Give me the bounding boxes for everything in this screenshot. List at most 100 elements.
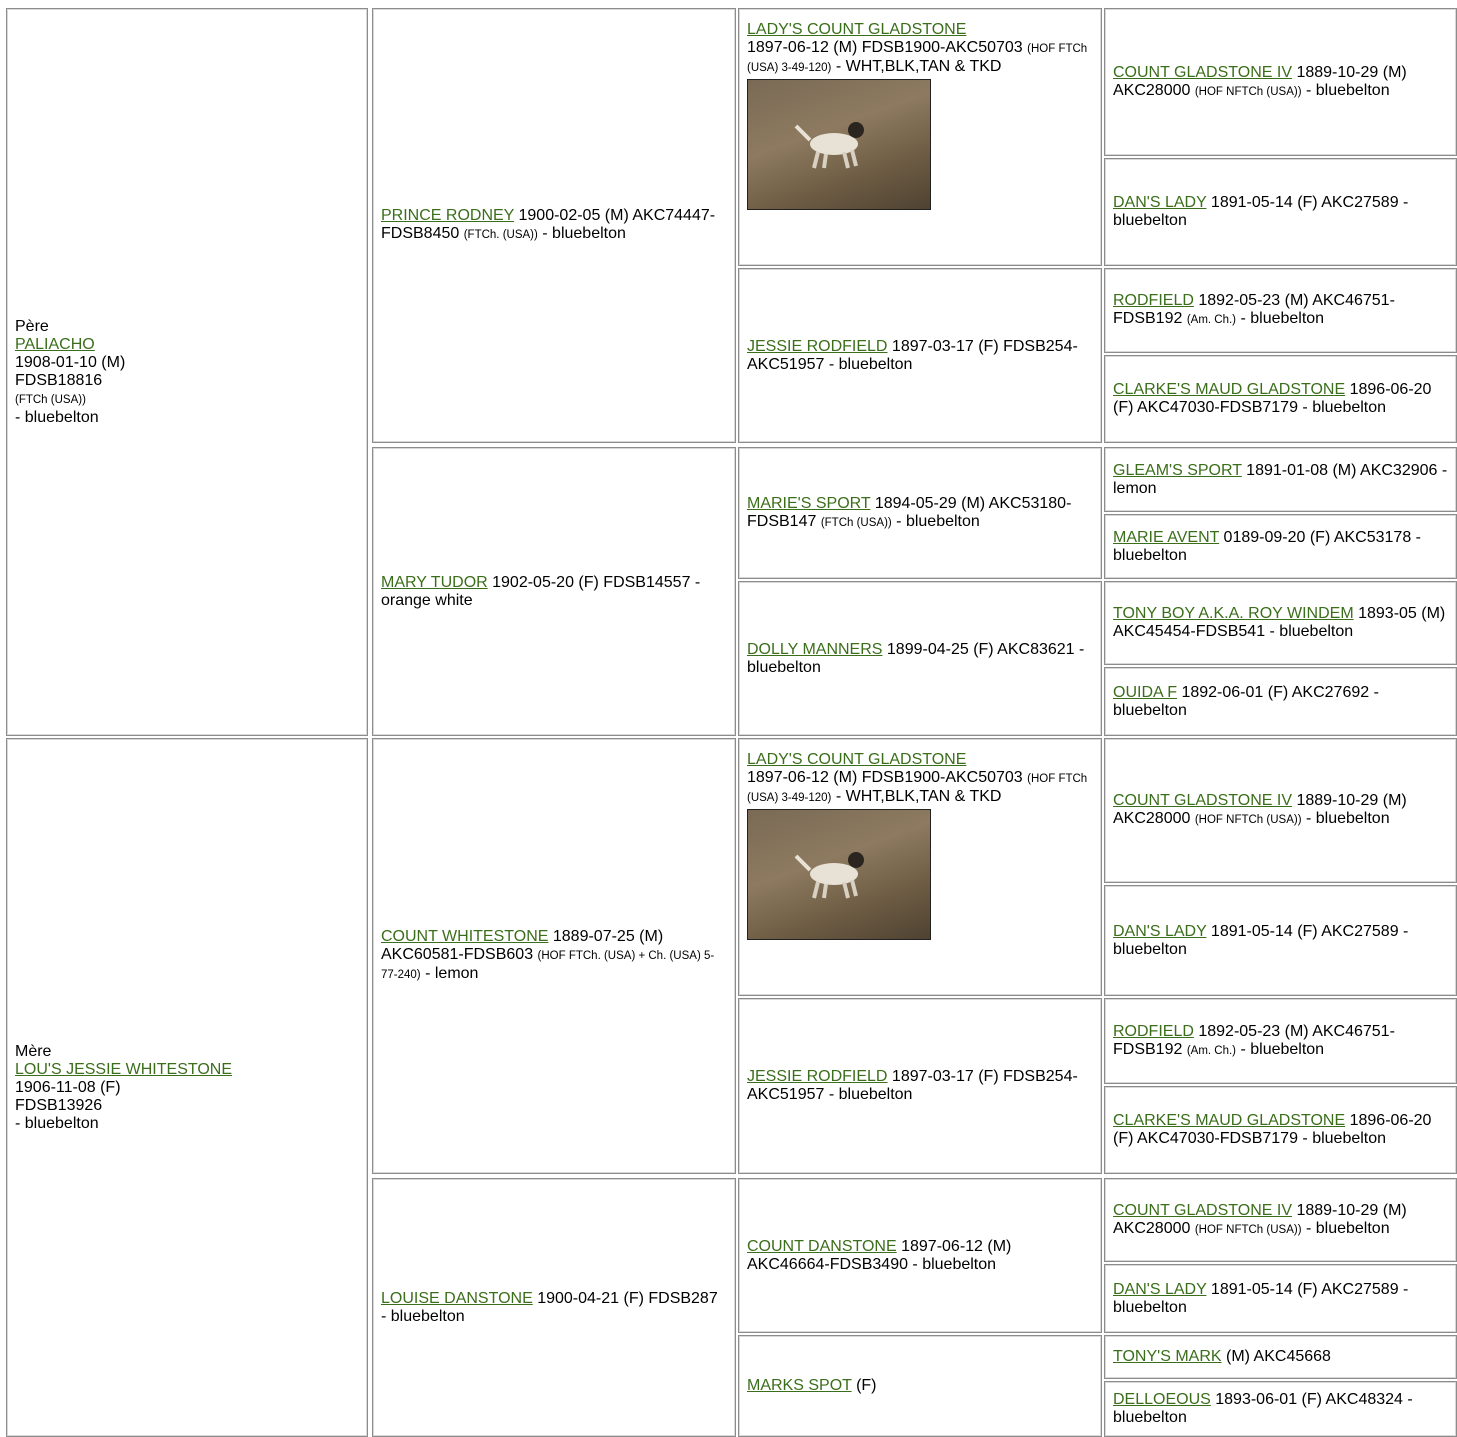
dam-registration: FDSB13926 — [15, 1096, 103, 1114]
dog-details: 1892-05-23 (M) AKC46751-FDSB192 — [1113, 1022, 1395, 1058]
dog-details: 1897-03-17 (F) FDSB254-AKC51957 - bluebe… — [747, 1068, 1078, 1103]
sire-title: (FTCh (USA)) — [15, 393, 86, 406]
dog-color: - bluebelton — [1301, 81, 1390, 99]
dog-name-link[interactable]: CLARKE'S MAUD GLADSTONE — [1113, 381, 1346, 398]
dog-details: 1902-05-20 (F) FDSB14557 - orange white — [381, 573, 701, 609]
dog-name-link[interactable]: DOLLY MANNERS — [747, 640, 883, 658]
dog-color: - bluebelton — [1301, 1219, 1390, 1237]
gen4-cell: RODFIELD 1892-05-23 (M) AKC46751-FDSB192… — [1104, 268, 1457, 353]
dog-details: (F) — [851, 1377, 877, 1394]
dog-details: 1893-05 (M) AKC45454-FDSB541 - bluebelto… — [1113, 605, 1446, 640]
dam-label: Mère — [15, 1042, 52, 1060]
dog-name-link[interactable]: COUNT GLADSTONE IV — [1113, 792, 1292, 809]
dog-name-link[interactable]: COUNT GLADSTONE IV — [1113, 63, 1292, 81]
dog-title: (FTCh. (USA)) — [463, 229, 538, 241]
dog-details: 0189-09-20 (F) AKC53178 - bluebelton — [1113, 528, 1421, 564]
dog-name-link[interactable]: PRINCE RODNEY — [381, 207, 515, 224]
dog-details: 1897-06-12 (M) FDSB1900-AKC50703 — [747, 769, 1028, 786]
dog-name-link[interactable]: COUNT WHITESTONE — [381, 928, 549, 945]
gen3-cell: JESSIE RODFIELD 1897-03-17 (F) FDSB254-A… — [738, 268, 1102, 443]
dog-name-link[interactable]: DELLOEOUS — [1113, 1391, 1211, 1408]
dog-name-link[interactable]: GLEAM'S SPORT — [1113, 461, 1242, 479]
gen3-cell: DOLLY MANNERS 1899-04-25 (F) AKC83621 - … — [738, 581, 1102, 736]
dog-name-link[interactable]: MARIE'S SPORT — [747, 494, 871, 512]
dam-cell: Mère LOU'S JESSIE WHITESTONE 1906-11-08 … — [6, 738, 368, 1437]
dog-title: (HOF FTCh. (USA) + Ch. (USA) 5-77-240) — [381, 950, 715, 981]
gen4-cell: DAN'S LADY 1891-05-14 (F) AKC27589 - blu… — [1104, 885, 1457, 996]
dog-color: - bluebelton — [891, 512, 980, 530]
gen4-cell: GLEAM'S SPORT 1891-01-08 (M) AKC32906 - … — [1104, 447, 1457, 512]
dog-name-link[interactable]: COUNT DANSTONE — [747, 1237, 897, 1255]
dog-color: - WHT,BLK,TAN & TKD — [831, 58, 1002, 75]
dog-details: 1889-10-29 (M) AKC28000 — [1113, 792, 1407, 827]
gen4-cell: COUNT GLADSTONE IV 1889-10-29 (M) AKC280… — [1104, 8, 1457, 156]
dog-color: - bluebelton — [1236, 1040, 1325, 1058]
gen4-cell: TONY'S MARK (M) AKC45668 — [1104, 1335, 1457, 1379]
dog-name-link[interactable]: RODFIELD — [1113, 292, 1194, 309]
dog-details: 1891-05-14 (F) AKC27589 - bluebelton — [1113, 194, 1409, 229]
dog-name-link[interactable]: JESSIE RODFIELD — [747, 1068, 888, 1085]
dog-details: 1899-04-25 (F) AKC83621 - bluebelton — [747, 640, 1085, 676]
dog-details: 1897-06-12 (M) FDSB1900-AKC50703 — [747, 39, 1028, 56]
dog-name-link[interactable]: CLARKE'S MAUD GLADSTONE — [1113, 1112, 1346, 1129]
dog-photo[interactable] — [747, 809, 931, 940]
dog-details: (M) AKC45668 — [1221, 1348, 1331, 1365]
gen4-cell: MARIE AVENT 0189-09-20 (F) AKC53178 - bl… — [1104, 514, 1457, 579]
dog-details: 1896-06-20 (F) AKC47030-FDSB7179 - blueb… — [1113, 381, 1432, 416]
dog-name-link[interactable]: MARIE AVENT — [1113, 528, 1220, 546]
dog-title: (HOF NFTCh (USA)) — [1194, 1223, 1302, 1236]
gen3-cell: MARKS SPOT (F) — [738, 1335, 1102, 1437]
dog-details: 1897-03-17 (F) FDSB254-AKC51957 - bluebe… — [747, 337, 1078, 373]
dog-details: 1897-06-12 (M) AKC46664-FDSB3490 - blueb… — [747, 1237, 1012, 1273]
dog-details: 1891-05-14 (F) AKC27589 - bluebelton — [1113, 922, 1409, 958]
dog-name-link[interactable]: JESSIE RODFIELD — [747, 337, 888, 355]
dog-name-link[interactable]: TONY BOY A.K.A. ROY WINDEM — [1113, 605, 1354, 622]
dog-details: 1900-04-21 (F) FDSB287 - bluebelton — [381, 1289, 718, 1325]
dog-name-link[interactable]: COUNT GLADSTONE IV — [1113, 1201, 1292, 1219]
dog-name-link[interactable]: RODFIELD — [1113, 1022, 1194, 1040]
dog-details: 1891-05-14 (F) AKC27589 - bluebelton — [1113, 1280, 1409, 1316]
dog-title: (HOF NFTCh (USA)) — [1194, 85, 1302, 98]
sire-date: 1908-01-10 (M) — [15, 353, 126, 371]
sire-registration: FDSB18816 — [15, 371, 103, 389]
gen3-cell: JESSIE RODFIELD 1897-03-17 (F) FDSB254-A… — [738, 998, 1102, 1174]
gen4-cell: CLARKE'S MAUD GLADSTONE 1896-06-20 (F) A… — [1104, 355, 1457, 443]
gen4-cell: DAN'S LADY 1891-05-14 (F) AKC27589 - blu… — [1104, 158, 1457, 266]
gen4-cell: TONY BOY A.K.A. ROY WINDEM 1893-05 (M) A… — [1104, 581, 1457, 665]
dog-title: (HOF NFTCh (USA)) — [1194, 814, 1302, 826]
dog-details: 1889-10-29 (M) AKC28000 — [1113, 1201, 1407, 1237]
sire-color: - bluebelton — [15, 408, 99, 426]
dog-name-link[interactable]: MARKS SPOT — [747, 1377, 852, 1394]
dam-name-link[interactable]: LOU'S JESSIE WHITESTONE — [15, 1060, 233, 1078]
dog-name-link[interactable]: TONY'S MARK — [1113, 1348, 1222, 1365]
dog-name-link[interactable]: LOUISE DANSTONE — [381, 1289, 533, 1307]
dog-color: - lemon — [420, 965, 479, 982]
dog-color: - bluebelton — [537, 225, 626, 242]
dog-title: (Am. Ch.) — [1186, 314, 1237, 326]
dog-name-link[interactable]: OUIDA F — [1113, 683, 1178, 701]
dog-color: - WHT,BLK,TAN & TKD — [831, 788, 1002, 805]
dog-details: 1894-05-29 (M) AKC53180-FDSB147 — [747, 494, 1072, 530]
dog-details: 1892-05-23 (M) AKC46751-FDSB192 — [1113, 292, 1395, 327]
dog-name-link[interactable]: DAN'S LADY — [1113, 1280, 1207, 1298]
dog-name-link[interactable]: MARY TUDOR — [381, 573, 488, 591]
dog-details: 1891-01-08 (M) AKC32906 - lemon — [1113, 461, 1448, 497]
dog-name-link[interactable]: DAN'S LADY — [1113, 194, 1207, 211]
gen2-cell: PRINCE RODNEY 1900-02-05 (M) AKC74447-FD… — [372, 8, 736, 443]
gen4-cell: DELLOEOUS 1893-06-01 (F) AKC48324 - blue… — [1104, 1381, 1457, 1437]
sire-cell: Père PALIACHO 1908-01-10 (M) FDSB18816 (… — [6, 8, 368, 736]
gen4-cell: COUNT GLADSTONE IV 1889-10-29 (M) AKC280… — [1104, 1178, 1457, 1262]
dog-details: 1896-06-20 (F) AKC47030-FDSB7179 - blueb… — [1113, 1112, 1432, 1147]
dog-photo[interactable] — [747, 79, 931, 210]
gen4-cell: DAN'S LADY 1891-05-14 (F) AKC27589 - blu… — [1104, 1264, 1457, 1333]
sire-name-link[interactable]: PALIACHO — [15, 335, 95, 353]
dog-title: (FTCh (USA)) — [820, 516, 892, 529]
dog-details: 1893-06-01 (F) AKC48324 - bluebelton — [1113, 1391, 1413, 1426]
sire-label: Père — [15, 317, 49, 335]
dog-name-link[interactable]: LADY'S COUNT GLADSTONE — [747, 21, 967, 38]
dog-name-link[interactable]: DAN'S LADY — [1113, 922, 1207, 940]
gen4-cell: CLARKE'S MAUD GLADSTONE 1896-06-20 (F) A… — [1104, 1086, 1457, 1174]
dog-title: (HOF FTCh (USA) 3-49-120) — [747, 773, 1088, 804]
dog-name-link[interactable]: LADY'S COUNT GLADSTONE — [747, 751, 967, 768]
